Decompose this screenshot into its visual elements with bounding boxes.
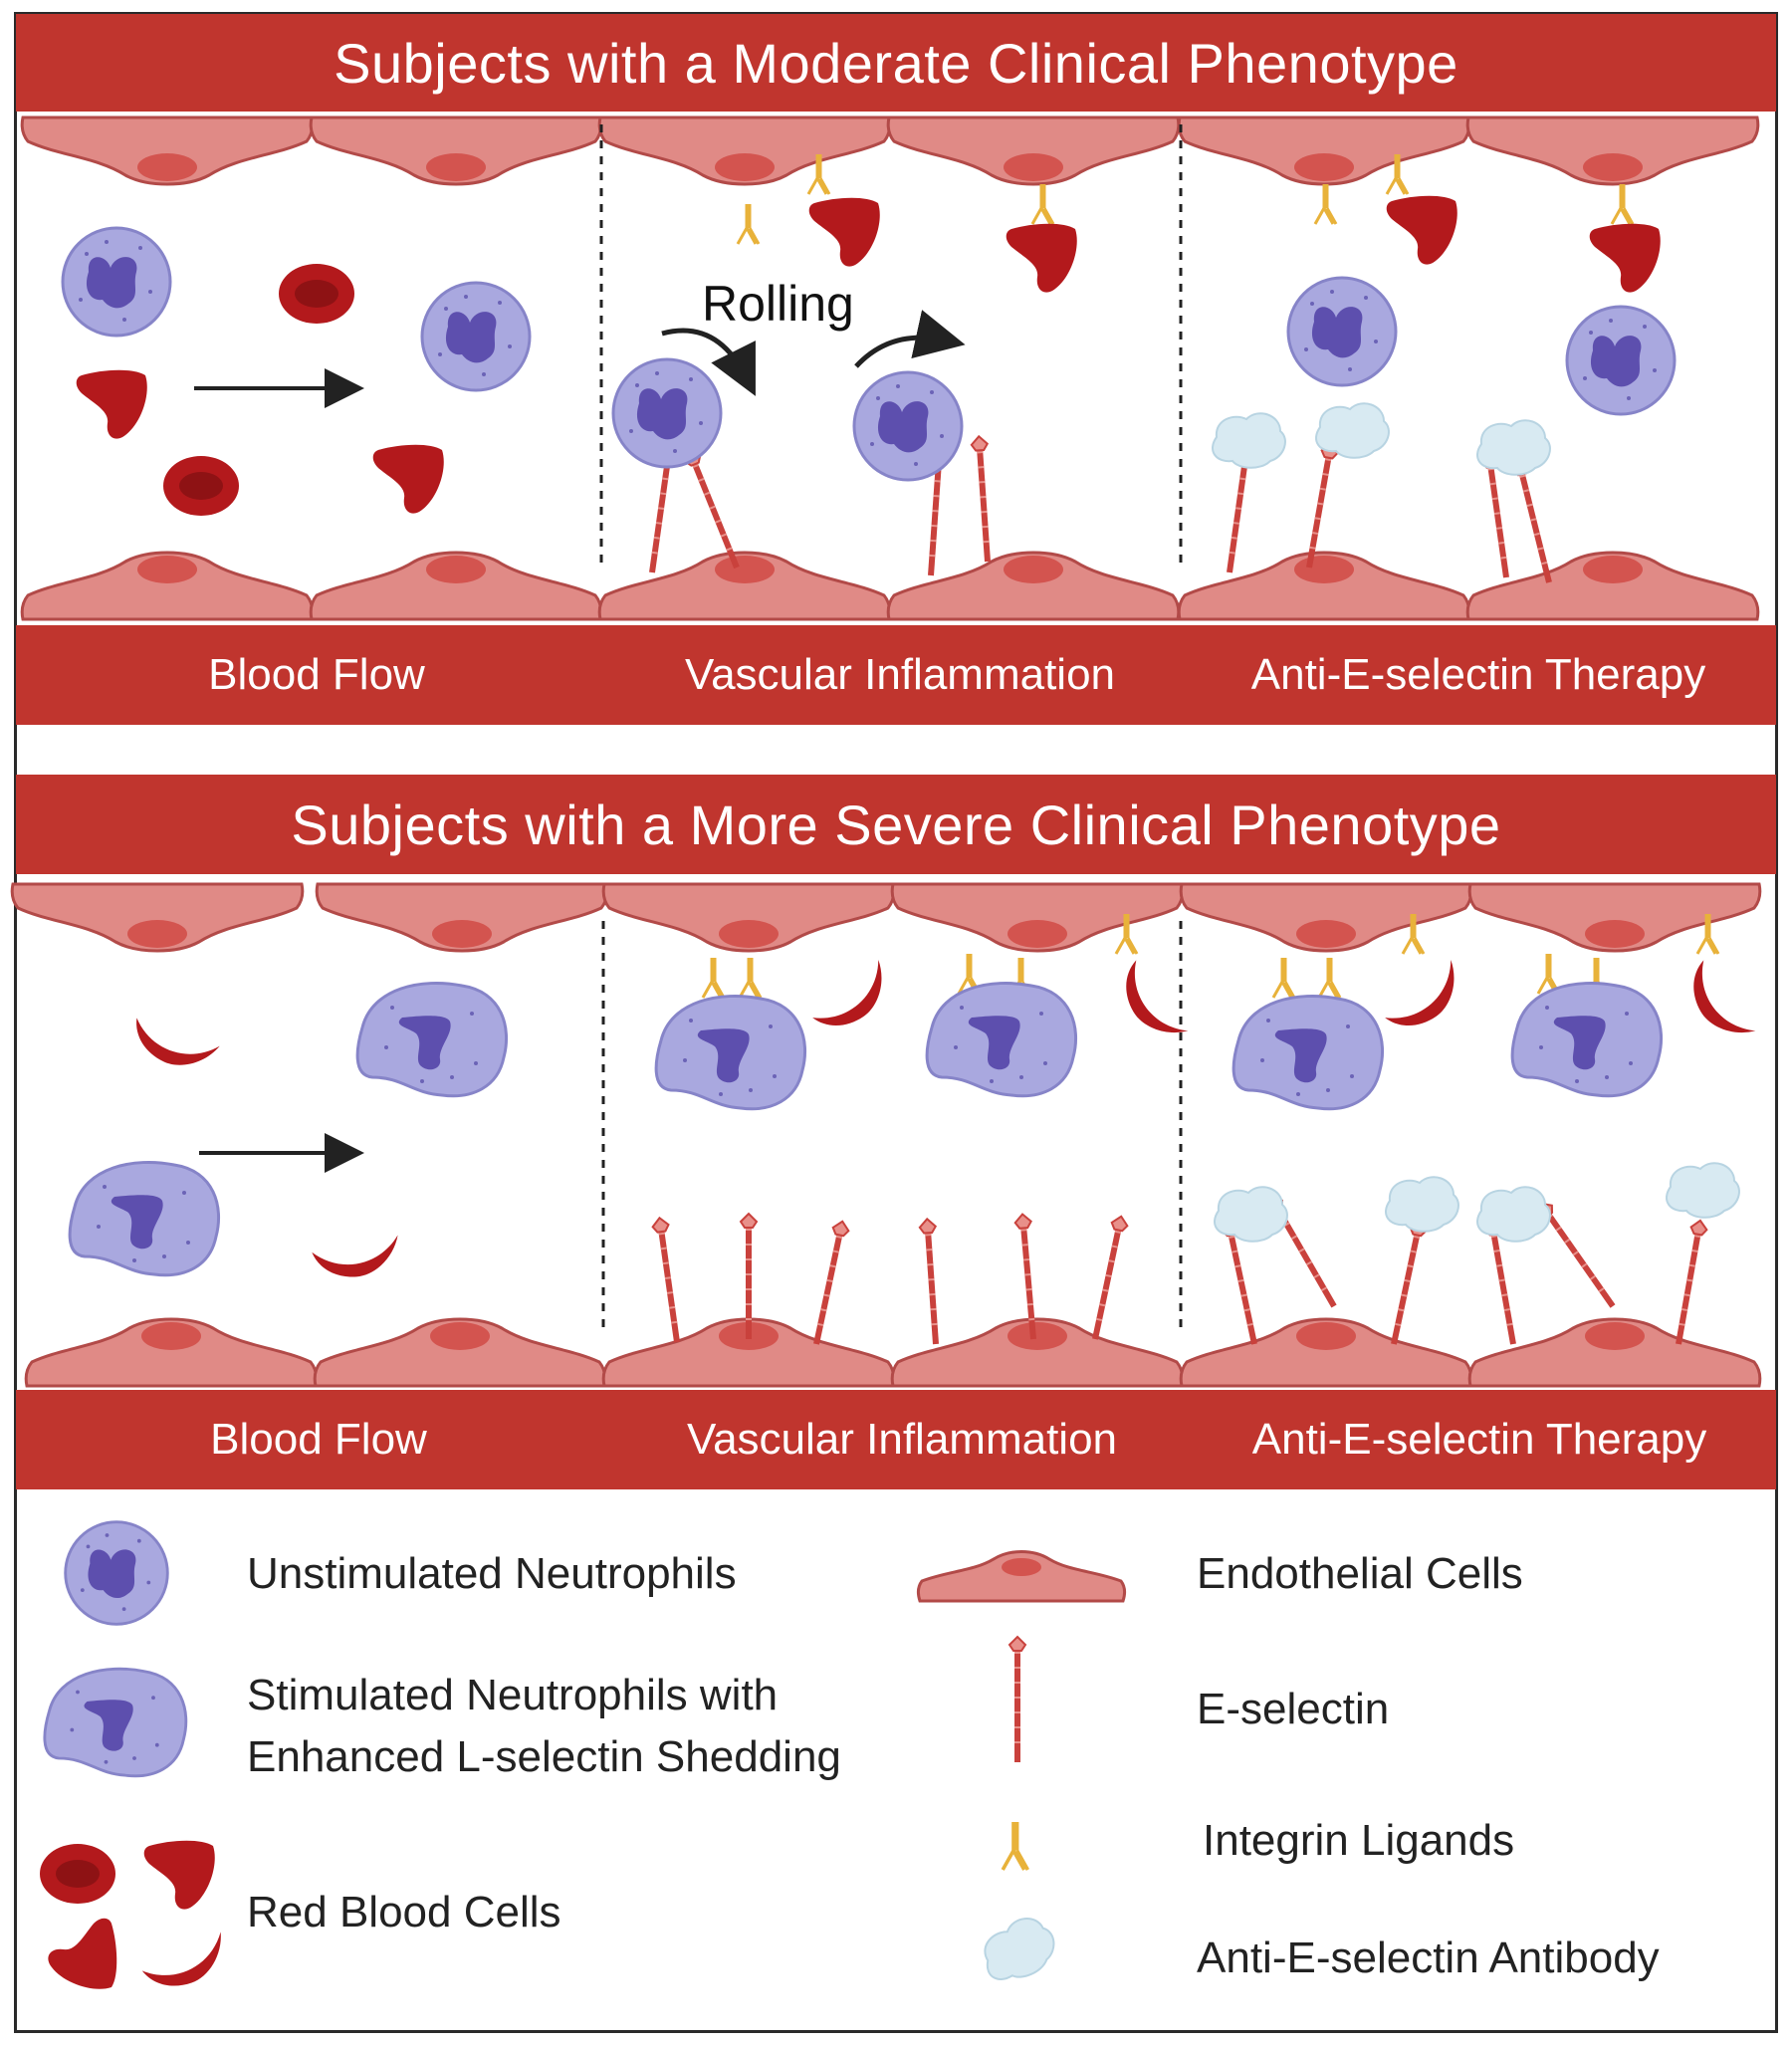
integrin-ligand (1610, 182, 1635, 226)
red-blood-cell (279, 264, 354, 324)
panel-2-caption-vascular-inflammation: Vascular Inflammation (686, 1415, 1118, 1464)
stimulated-neutrophil (925, 981, 1078, 1098)
legend-endothelial-label: Endothelial Cells (1197, 1549, 1523, 1598)
integrin-ligand (736, 202, 761, 246)
panel-1-caption-bar: Blood Flow Vascular Inflammation Anti-E-… (16, 625, 1776, 725)
sickle-red-blood-cell (125, 1016, 220, 1078)
stimulated-neutrophil (654, 994, 807, 1111)
anti-e-selectin-antibody (1384, 1176, 1459, 1233)
e-selectin (919, 1219, 944, 1345)
legend-antibody-label: Anti-E-selectin Antibody (1197, 1933, 1660, 1982)
sickle-red-blood-cell (1383, 960, 1473, 1042)
panel-1-caption-anti-e-selectin: Anti-E-selectin Therapy (1250, 650, 1706, 699)
rolling-arrow (854, 310, 966, 368)
legend-integrin-icon (1001, 1820, 1030, 1872)
panel-1-caption-vascular-inflammation: Vascular Inflammation (684, 650, 1116, 699)
panel-2-caption-bar: Blood Flow Vascular Inflammation Anti-E-… (16, 1390, 1776, 1489)
unstimulated-neutrophil (611, 357, 723, 469)
e-selectin (1671, 1220, 1708, 1346)
panel-2-caption-anti-e-selectin: Anti-E-selectin Therapy (1251, 1415, 1707, 1464)
legend-e-selectin-label: E-selectin (1197, 1685, 1390, 1733)
stimulated-neutrophil (1232, 994, 1385, 1111)
sickle-red-blood-cell (1109, 959, 1189, 1050)
unstimulated-neutrophil (852, 370, 964, 482)
unstimulated-neutrophil (420, 281, 532, 392)
e-selectin (1386, 1220, 1428, 1346)
red-blood-cell (1006, 223, 1077, 293)
panel-1-title: Subjects with a Moderate Clinical Phenot… (16, 14, 1776, 112)
anti-e-selectin-antibody (1475, 419, 1551, 476)
e-selectin (1301, 443, 1339, 569)
anti-e-selectin-antibody (1211, 412, 1286, 469)
legend-e-selectin-icon (1009, 1637, 1025, 1762)
red-blood-cell (76, 369, 147, 439)
legend-antibody-icon (973, 1909, 1064, 1991)
rolling-label: Rolling (702, 276, 854, 332)
rolling-arrow (661, 328, 756, 396)
sickle-red-blood-cell (1677, 959, 1756, 1050)
anti-e-selectin-antibody (1314, 402, 1390, 459)
anti-e-selectin-antibody (1475, 1186, 1551, 1243)
legend-rbc-label: Red Blood Cells (247, 1888, 561, 1936)
legend-endothelial-icon (916, 1550, 1127, 1603)
red-blood-cell (372, 444, 444, 514)
sickle-red-blood-cell (810, 960, 901, 1042)
stimulated-neutrophil (355, 981, 509, 1098)
stimulated-neutrophil (68, 1160, 221, 1277)
e-selectin (1087, 1215, 1129, 1341)
unstimulated-neutrophil (61, 226, 172, 338)
e-selectin (1511, 459, 1557, 584)
anti-e-selectin-antibody (1665, 1162, 1740, 1219)
legend-unstimulated-label: Unstimulated Neutrophils (247, 1549, 737, 1598)
legend-stimulated-icon (43, 1667, 188, 1778)
panel-2-caption-blood-flow: Blood Flow (210, 1415, 427, 1464)
integrin-ligand (1030, 182, 1055, 226)
integrin-ligand (1317, 956, 1342, 1000)
panel-moderate-vessel (20, 115, 1760, 621)
legend-icons (40, 1520, 1127, 2000)
red-blood-cell (163, 456, 239, 516)
anti-e-selectin-antibody (1213, 1186, 1288, 1243)
legend-rbc-icon (40, 1840, 236, 2000)
integrin-ligand (1313, 182, 1338, 226)
e-selectin (652, 1217, 685, 1343)
panel-2-title: Subjects with a More Severe Clinical Phe… (16, 775, 1776, 874)
red-blood-cell (808, 197, 880, 267)
unstimulated-neutrophil (1286, 276, 1398, 387)
legend-stimulated-label: Stimulated Neutrophils with Enhanced L-s… (247, 1671, 841, 1781)
panel-severe-vessel (10, 882, 1762, 1388)
e-selectin (808, 1220, 850, 1346)
red-blood-cell (1386, 195, 1457, 265)
stimulated-neutrophil (1510, 981, 1664, 1098)
figure-frame (14, 12, 1778, 2033)
sickle-red-blood-cell (311, 1235, 404, 1284)
e-selectin (971, 436, 996, 563)
legend-unstimulated-icon (64, 1520, 169, 1626)
integrin-ligand (1271, 956, 1296, 1000)
legend-integrin-label: Integrin Ligands (1203, 1816, 1515, 1865)
red-blood-cell (1589, 223, 1661, 293)
unstimulated-neutrophil (1565, 305, 1677, 416)
panel-1-caption-blood-flow: Blood Flow (208, 650, 425, 699)
integrin-ligand (738, 956, 763, 1000)
integrin-ligand (701, 956, 726, 1000)
